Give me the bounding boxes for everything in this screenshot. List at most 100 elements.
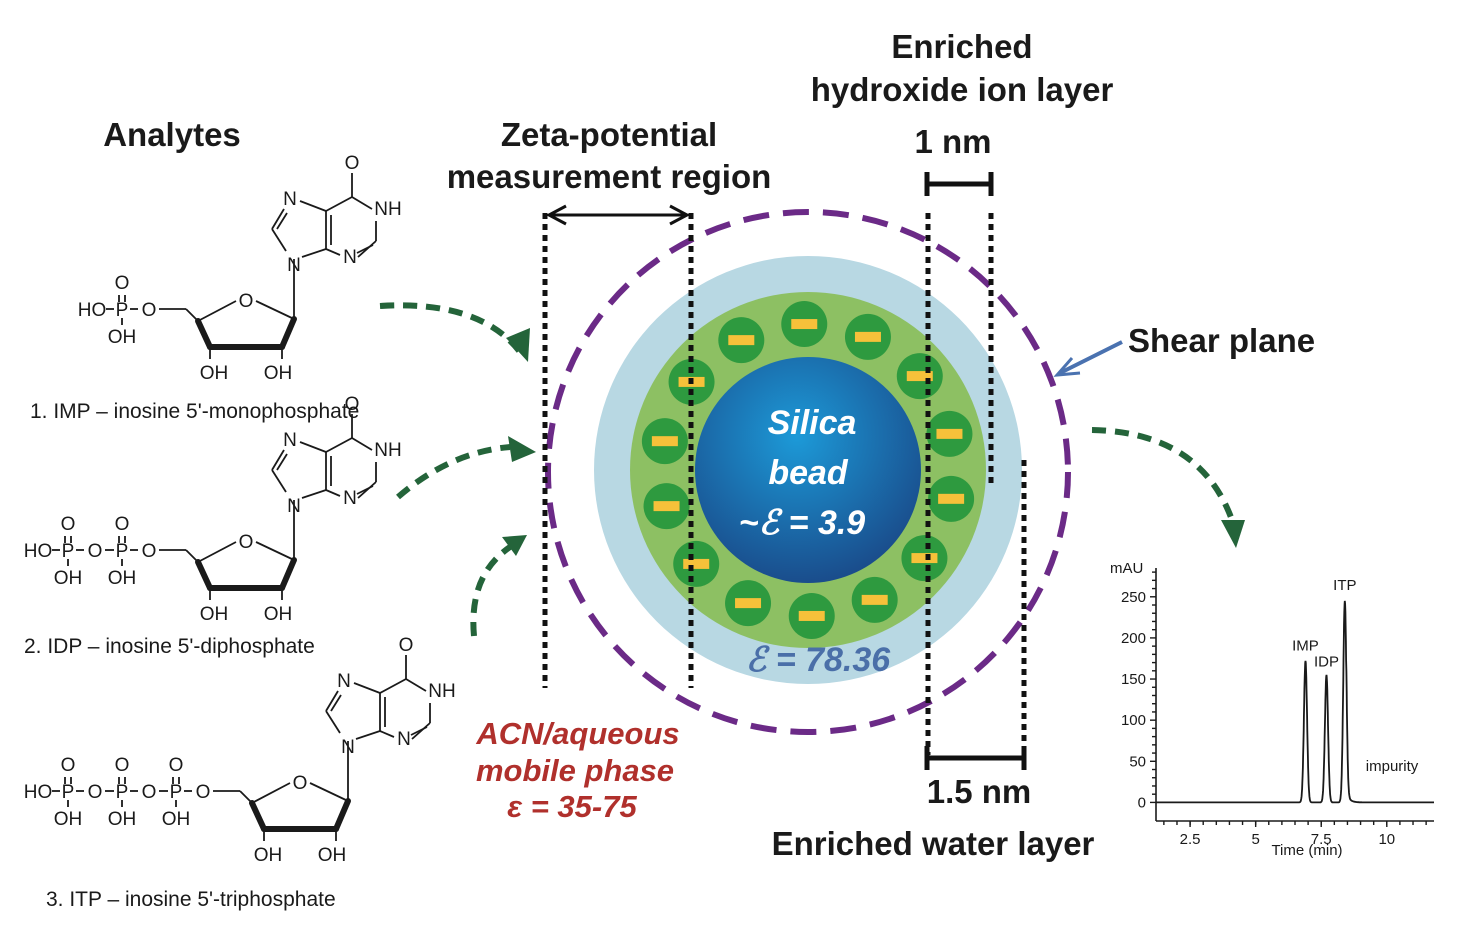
negative-charge [718,317,765,364]
label-oh: OH [264,363,293,384]
analyte-caption-itp: 3. ITP – inosine 5'-triphosphate [46,888,336,911]
bond [325,710,341,734]
bond [410,726,428,736]
negative-charges [641,301,975,639]
minus-sign-icon [651,436,678,447]
x-tick-label: 10 [1378,831,1395,848]
label-p: P [62,541,75,562]
label-o: O [115,514,130,535]
label-o: O [142,300,157,321]
y-tick-label: 250 [1121,589,1146,606]
label-ho: HO [24,541,53,562]
mobile-phase-epsilon: ε = 35-75 [507,789,637,824]
label-p: P [116,300,129,321]
bond [301,489,327,499]
minus-sign-icon [906,371,933,382]
mobile-phase-line2: mobile phase [476,753,674,788]
flow-arrow-imp-head [506,328,530,362]
shear-plane-label: Shear plane [1128,322,1315,359]
minus-sign-icon [938,493,965,504]
mobile-phase-line1: ACN/aqueous [475,716,679,751]
flow-arrow-itp-head [502,535,527,556]
label-o: O [142,782,157,803]
bond [271,208,285,230]
peak-label-impurity: impurity [1366,758,1419,775]
bond [325,196,353,212]
bond [353,682,381,694]
label-o: O [196,782,211,803]
negative-charge [788,592,835,639]
label-nh: NH [428,681,455,702]
y-tick-label: 0 [1138,794,1146,811]
negative-charge [781,301,828,348]
chromatogram-trace [1156,600,1434,804]
minus-sign-icon [728,335,755,346]
label-n9: N [287,496,301,517]
bond [195,318,213,350]
flow-arrow-idp [396,444,511,500]
bond [379,678,407,694]
label-oh: OH [108,809,137,830]
bond [325,248,341,256]
y-tick-label: 50 [1129,753,1146,770]
minus-sign-icon [854,331,881,342]
label-o: O [88,782,103,803]
flow-arrow-imp [379,302,523,354]
label-ho: HO [78,300,107,321]
label-ho: HO [24,782,53,803]
bond [197,300,237,322]
label-o: O [88,541,103,562]
hydroxide-heading-line1: Enriched [891,28,1032,65]
chart-xlabel: Time (min) [1271,842,1342,859]
bond [271,469,287,493]
label-o-ring: O [239,291,254,312]
bond [276,453,288,471]
zeta-heading-line2: measurement region [447,158,772,195]
minus-sign-icon [735,598,762,609]
peak-label-IDP: IDP [1314,654,1339,671]
hydroxide-width-label: 1 nm [914,123,991,160]
minus-sign-icon [798,610,825,621]
minus-sign-icon [683,558,710,569]
label-o-carbonyl: O [399,635,414,656]
negative-charge [901,535,948,582]
bond [255,300,295,320]
label-n3: N [397,729,411,750]
negative-charge [673,540,720,587]
negative-charge [641,418,688,465]
negative-charge [928,475,975,522]
label-oh: OH [108,568,137,589]
label-oh: OH [200,604,229,625]
label-oh: OH [264,604,293,625]
bond [356,485,374,495]
label-p: P [62,782,75,803]
bond [356,244,374,254]
negative-charge [896,353,943,400]
chart-ylabel: mAU [1110,560,1143,577]
analytes-heading: Analytes [103,116,241,153]
zeta-heading-line1: Zeta-potential [501,116,717,153]
bond [271,449,285,471]
flow-arrow-itp [470,539,520,637]
label-o: O [142,541,157,562]
bond [309,782,349,802]
bond [299,200,327,212]
label-o: O [169,755,184,776]
label-n7: N [283,430,297,451]
minus-sign-icon [791,319,818,330]
bond [325,437,353,453]
analyte-caption-idp: 2. IDP – inosine 5'-diphosphate [24,635,315,658]
shear-plane-circle [545,209,1071,735]
hydroxide-heading-line2: hydroxide ion layer [811,71,1114,108]
label-n9: N [287,255,301,276]
bond [333,798,351,832]
hydroxide-scale-bar [924,172,994,196]
minus-sign-icon [911,553,938,564]
y-tick-label: 100 [1121,712,1146,729]
label-o: O [115,755,130,776]
bond [301,248,327,258]
label-o-carbonyl: O [345,394,360,415]
analyte-caption-imp: 1. IMP – inosine 5'-monophosphate [30,400,359,423]
